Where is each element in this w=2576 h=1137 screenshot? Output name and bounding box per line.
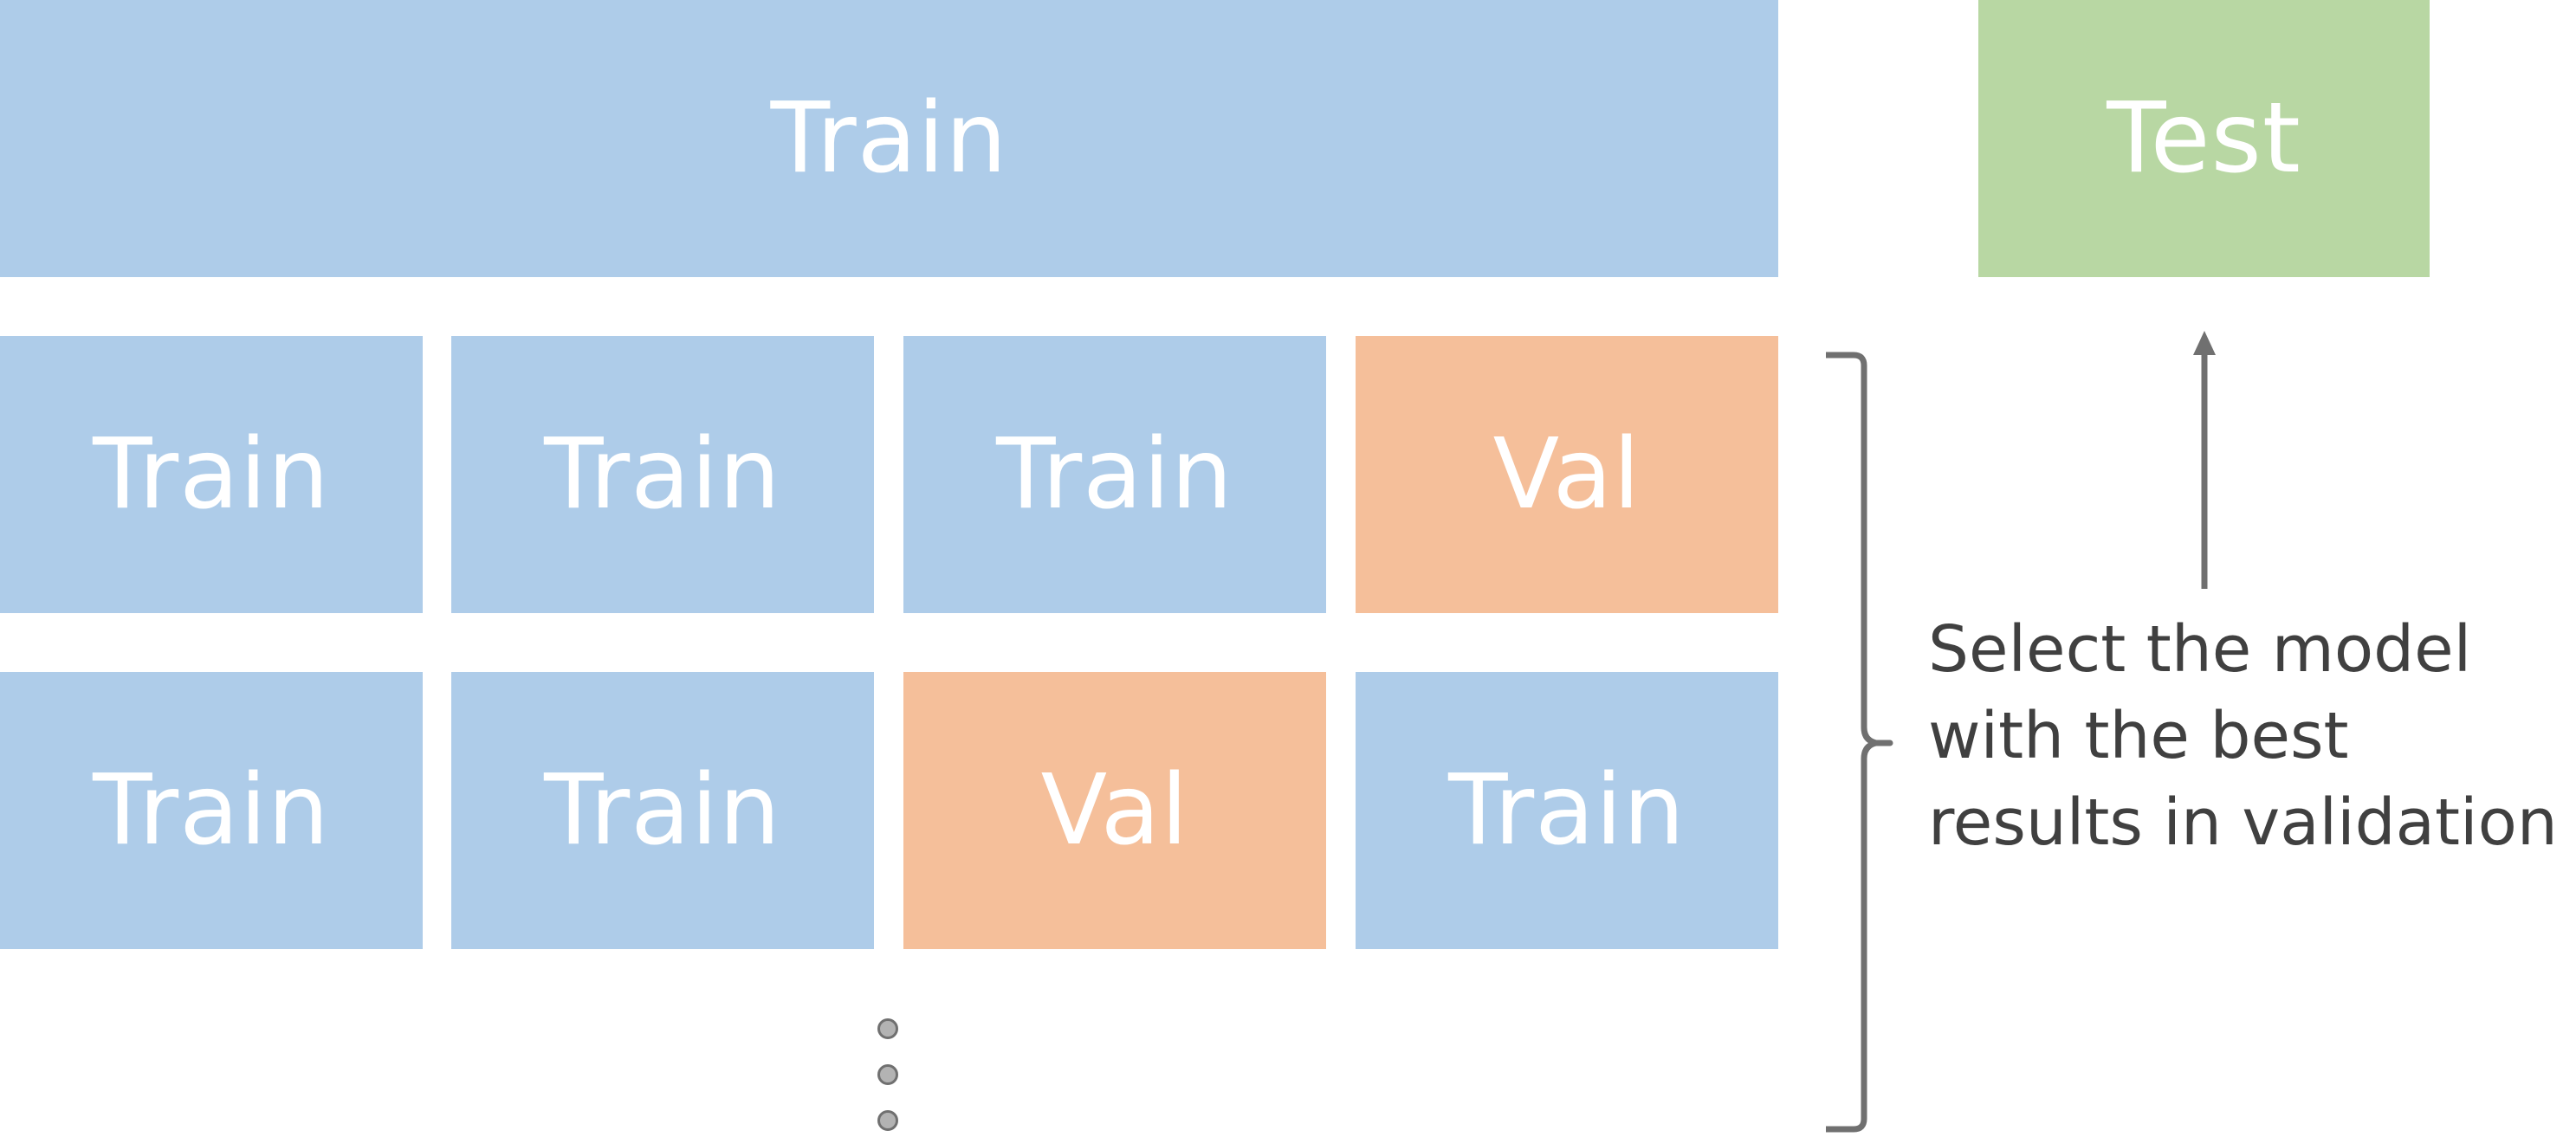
fold2-segment-1-label: Train bbox=[93, 754, 330, 867]
test-label: Test bbox=[2107, 82, 2301, 195]
fold2-segment-3-label: Val bbox=[1040, 754, 1189, 867]
full-train-label: Train bbox=[770, 82, 1008, 195]
curly-bracket-icon bbox=[1826, 352, 1893, 1133]
fold2-segment-4: Train bbox=[1356, 672, 1778, 949]
caption-line-3: results in validation bbox=[1928, 785, 2558, 860]
up-arrow-icon bbox=[2193, 331, 2216, 589]
fold1-segment-2: Train bbox=[451, 336, 874, 613]
selection-caption: Select the model with the best results i… bbox=[1928, 606, 2569, 866]
fold2-segment-4-label: Train bbox=[1448, 754, 1686, 867]
fold1-segment-4: Val bbox=[1356, 336, 1778, 613]
caption-line-1: Select the model bbox=[1928, 612, 2472, 687]
fold2-segment-2: Train bbox=[451, 672, 874, 949]
ellipsis-dot-1 bbox=[877, 1018, 898, 1039]
fold2-segment-1: Train bbox=[0, 672, 423, 949]
fold1-segment-3: Train bbox=[903, 336, 1326, 613]
fold1-segment-1-label: Train bbox=[93, 418, 330, 531]
caption-line-2: with the best bbox=[1928, 699, 2349, 773]
fold2-segment-3: Val bbox=[903, 672, 1326, 949]
ellipsis-dot-2 bbox=[877, 1064, 898, 1085]
fold1-segment-2-label: Train bbox=[544, 418, 781, 531]
ellipsis-dot-3 bbox=[877, 1110, 898, 1131]
fold1-segment-1: Train bbox=[0, 336, 423, 613]
fold1-segment-3-label: Train bbox=[996, 418, 1233, 531]
full-train-block: Train bbox=[0, 0, 1778, 277]
fold1-segment-4-label: Val bbox=[1492, 418, 1641, 531]
fold2-segment-2-label: Train bbox=[544, 754, 781, 867]
test-block: Test bbox=[1978, 0, 2430, 277]
